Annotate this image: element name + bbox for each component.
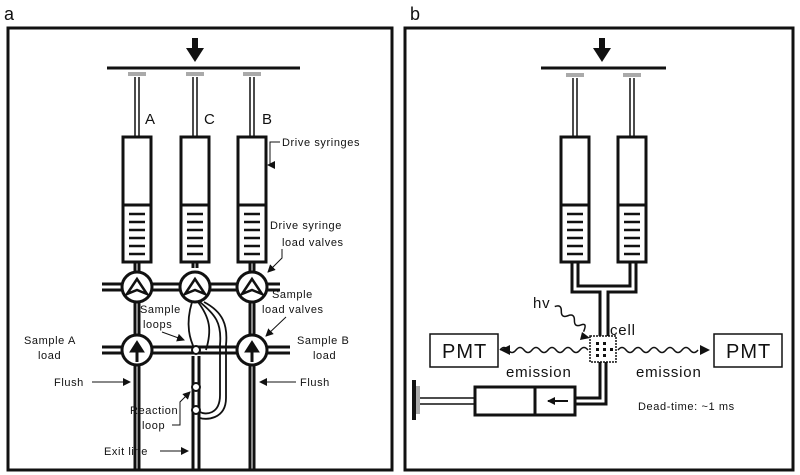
label-reaction-loop-1: Reaction <box>130 405 178 417</box>
label-cell: cell <box>610 322 636 339</box>
label-drive-syringe-load-valves-1: Drive syringe <box>270 220 342 232</box>
panel-a-letter: a <box>4 4 15 24</box>
pmt-box-left <box>429 333 499 368</box>
drive-arrow-a <box>186 48 204 62</box>
label-hv: hv <box>533 295 550 312</box>
pmt-box-right <box>713 333 783 368</box>
label-drive-syringes: Drive syringes <box>282 137 360 149</box>
label-sample-a-load-1: Sample A <box>24 335 76 347</box>
emission-wave-right <box>617 346 699 354</box>
sample-loops <box>187 301 228 420</box>
syringe-right-b <box>616 78 648 264</box>
label-sample-load-valves-1: Sample <box>272 289 313 301</box>
panel-b-letter: b <box>410 4 420 24</box>
label-sample-loops-2: loops <box>143 319 172 331</box>
light-in-wave <box>554 305 586 332</box>
panel-b-frame <box>403 26 795 472</box>
stop-syringe <box>412 380 577 420</box>
label-sample-loops-1: Sample <box>140 304 181 316</box>
panel-a: a <box>4 4 394 472</box>
label-flush-right: Flush <box>300 377 330 389</box>
mixing-cell <box>589 335 617 363</box>
pmt-right-label: PMT <box>726 341 771 363</box>
label-sample-a-load-2: load <box>38 350 61 362</box>
label-dead-time: Dead-time: ~1 ms <box>638 401 735 413</box>
syringe-c <box>179 77 211 268</box>
pmt-left-label: PMT <box>442 341 487 363</box>
syringe-left-b <box>559 78 591 264</box>
emission-wave-left <box>499 346 589 354</box>
syringe-label-b: B <box>262 111 273 128</box>
label-sample-load-valves-2: load valves <box>262 304 324 316</box>
label-flush-left: Flush <box>54 377 84 389</box>
drive-arrow-b <box>593 48 611 62</box>
label-emission-left: emission <box>506 364 572 381</box>
label-exit-line: Exit line <box>104 446 148 458</box>
label-sample-b-load-1: Sample B <box>297 335 350 347</box>
drive-syringe-load-valves <box>120 270 269 304</box>
panel-b: b <box>403 4 795 472</box>
label-sample-b-load-2: load <box>313 350 336 362</box>
label-reaction-loop-2: loop <box>142 420 165 432</box>
tubing-b <box>570 262 638 406</box>
label-emission-right: emission <box>636 364 702 381</box>
sample-load-valves <box>120 333 269 367</box>
syringe-label-a: A <box>145 111 156 128</box>
label-drive-syringe-load-valves-2: load valves <box>282 237 344 249</box>
syringe-label-c: C <box>204 111 216 128</box>
